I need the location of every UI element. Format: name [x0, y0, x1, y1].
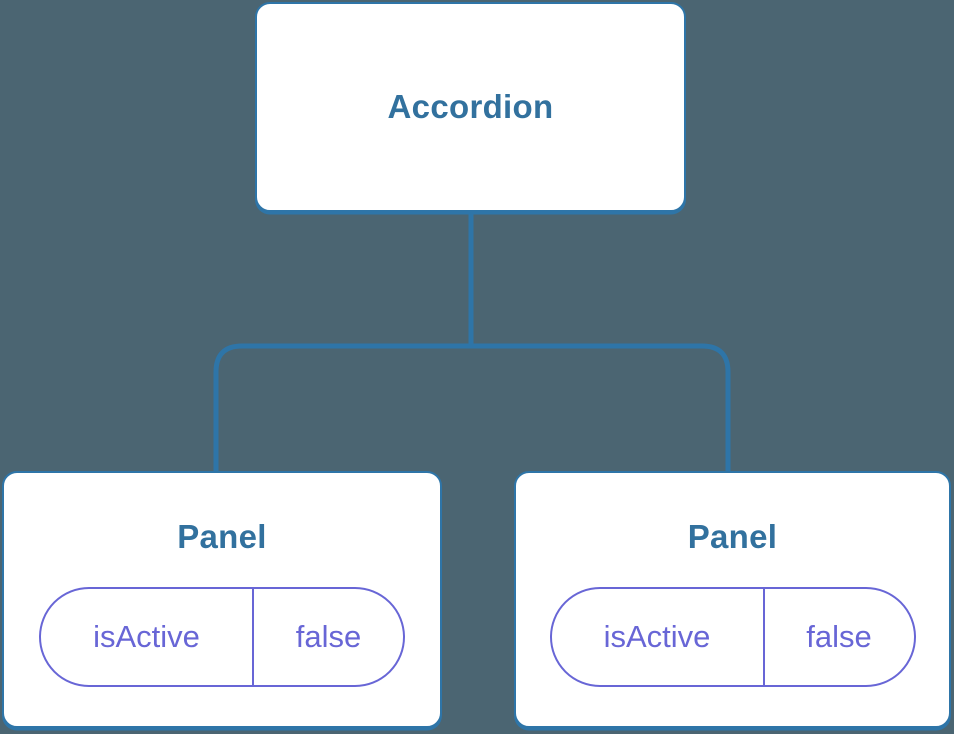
state-value: false	[806, 619, 872, 654]
state-pill: isActive false	[39, 587, 405, 687]
accordion-node-label: Accordion	[387, 88, 554, 125]
branch-bracket-line	[213, 343, 731, 471]
tree-node-accordion: Accordion	[255, 2, 686, 212]
state-key: isActive	[552, 589, 765, 685]
state-pill: isActive false	[549, 587, 916, 687]
state-value: false	[295, 619, 362, 654]
tree-node-panel-left: Panel isActive false	[2, 471, 442, 728]
state-key: isActive	[41, 589, 254, 685]
tree-node-panel-right: Panel isActive false	[514, 471, 951, 728]
panel-node-label: Panel	[177, 518, 267, 555]
panel-node-label: Panel	[687, 518, 778, 555]
